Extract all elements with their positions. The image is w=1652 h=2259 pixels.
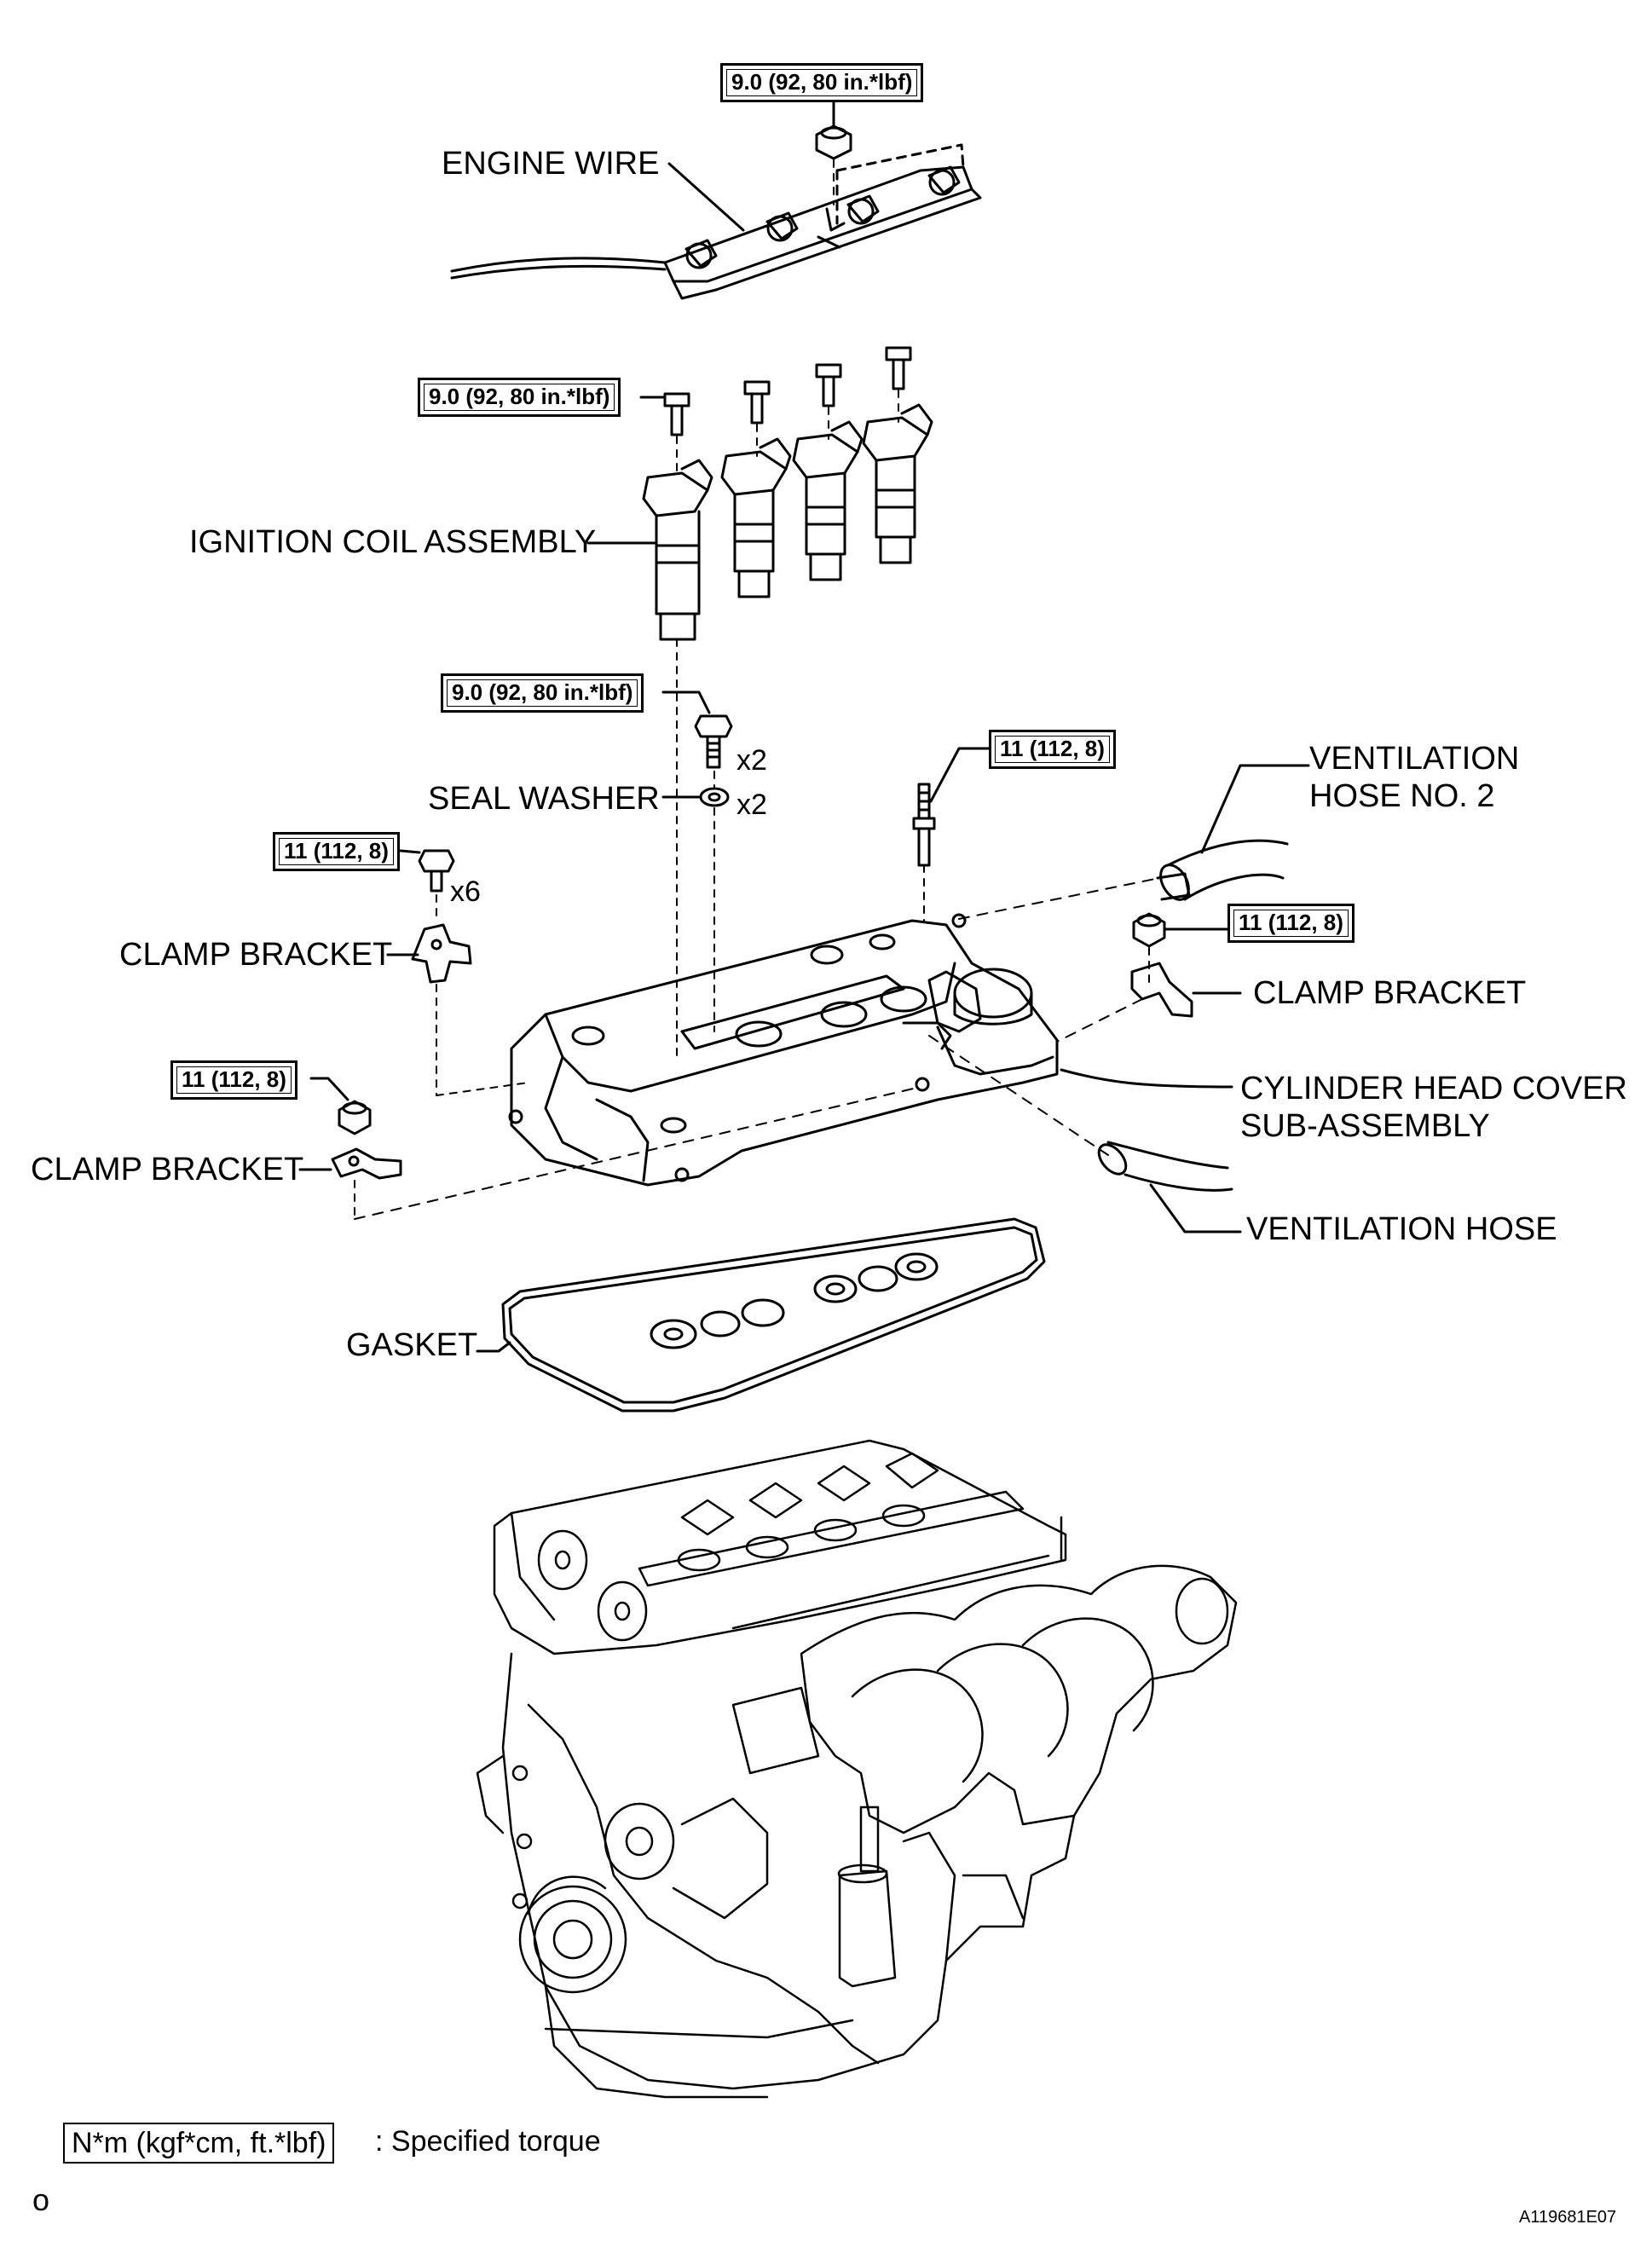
cylinder-head-cover [508,913,1059,1187]
torque-cover-bolt: 9.0 (92, 80 in.*lbf) [441,673,644,713]
seal-washer [699,787,730,807]
torque-clamp-nut-right: 11 (112, 8) [1227,904,1355,943]
engine-wire-nut [815,124,852,205]
clamp-bracket-lower-left [331,1147,402,1180]
figure-code: A119681E07 [1519,2208,1617,2227]
torque-stud: 11 (112, 8) [989,730,1116,769]
label-clamp-bracket-right: CLAMP BRACKET [1253,975,1527,1011]
clamp-bolts [418,849,455,922]
clamp-bracket-right [1130,962,1193,1018]
corner-mark: o [32,2182,50,2217]
torque-ignition-coil-bolt: 9.0 (92, 80 in.*lbf) [418,378,621,417]
label-clamp-bracket-upper-left: CLAMP BRACKET [119,937,393,973]
cover-bolt [694,714,733,769]
ventilation-hose-no2 [1156,839,1289,901]
label-seal-washer: SEAL WASHER [428,781,660,817]
engine-block [476,1439,1238,2099]
label-cylinder-head-cover-line1: CYLINDER HEAD COVER [1240,1071,1627,1106]
stud-bolt [912,783,936,922]
qty-cover-bolt: x2 [736,744,767,777]
label-gasket: GASKET [346,1327,478,1363]
cylinder-head-cover-leader [1060,1068,1233,1089]
ignition-coils [642,346,933,641]
label-clamp-bracket-lower-left: CLAMP BRACKET [31,1152,304,1187]
clamp-nut-right [1132,912,1166,948]
gasket [501,1217,1046,1413]
engine-wire [450,143,982,300]
clamp-nut-left [338,1100,372,1135]
torque-engine-wire-nut: 9.0 (92, 80 in.*lbf) [720,63,924,102]
label-ventilation-hose: VENTILATION HOSE [1246,1211,1557,1247]
label-ventilation-hose-no2-line2: HOSE NO. 2 [1309,778,1495,814]
label-ignition-coil-assembly: IGNITION COIL ASSEMBLY [189,524,597,560]
label-cylinder-head-cover-line2: SUB-ASSEMBLY [1240,1108,1490,1144]
qty-clamp-bolts: x6 [450,875,481,908]
label-engine-wire: ENGINE WIRE [442,146,660,182]
engine-wire-leader [667,162,745,232]
label-ventilation-hose-no2-line1: VENTILATION [1309,741,1520,777]
legend-unit-box: N*m (kgf*cm, ft.*lbf) [63,2123,335,2164]
legend-meaning: : Specified torque [375,2125,601,2158]
clamp-bracket-upper-left [411,923,472,984]
ventilation-hose [1097,1141,1233,1192]
qty-seal-washer: x2 [736,789,767,821]
torque-clamp-nut-left: 11 (112, 8) [170,1060,297,1100]
torque-clamp-bolts: 11 (112, 8) [273,832,400,871]
